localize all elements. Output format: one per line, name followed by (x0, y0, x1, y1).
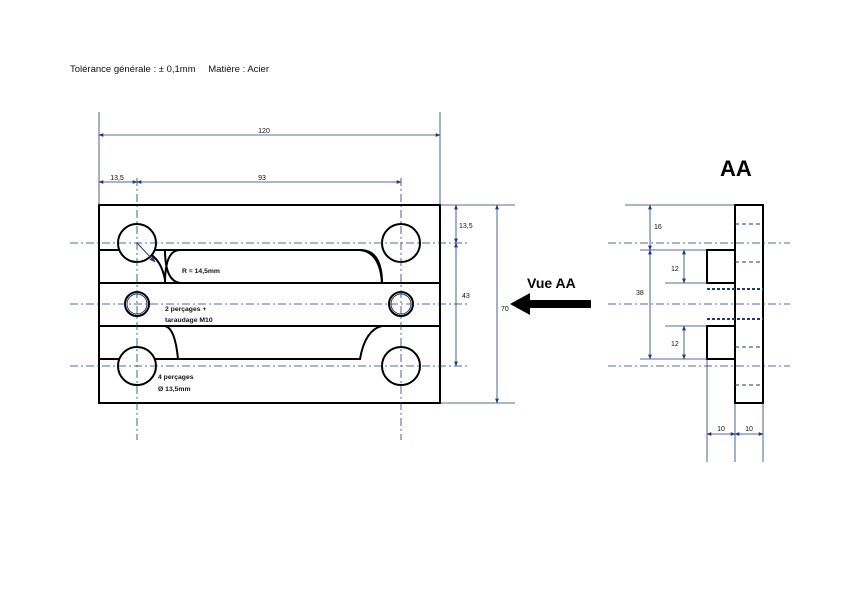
dim-edge-offset: 13,5 (110, 175, 124, 182)
dim-hole-spacing: 93 (258, 175, 266, 182)
arrow-icon (510, 293, 591, 315)
tolerance-note: Tolérance générale : ± 0,1mm (70, 64, 196, 75)
dim-right-width: 10 (745, 426, 753, 433)
tapped-hole-section (707, 288, 763, 320)
section-upper-block (706, 249, 736, 284)
dim-hole-vertical: 43 (462, 293, 470, 300)
drill-note-line2: Ø 13,5mm (158, 386, 191, 393)
dim-left-width: 10 (717, 426, 725, 433)
material-note: Matière : Acier (208, 64, 269, 75)
hidden-lines (735, 223, 763, 386)
dim-lower-block: 12 (671, 341, 679, 348)
drawing-header: Tolérance générale : ± 0,1mm Matière : A… (70, 64, 279, 75)
dim-section-top: 16 (654, 224, 662, 231)
view-arrow: Vue AA (510, 275, 591, 315)
section-lower-block (706, 325, 736, 360)
drill-note-line1: 4 perçages (158, 374, 194, 381)
section-centerlines (608, 242, 790, 367)
dim-top-offset: 13,5 (459, 223, 473, 230)
dim-section-height: 38 (636, 290, 644, 297)
dim-total-width: 120 (258, 128, 270, 135)
section-title: AA (720, 156, 752, 181)
dim-upper-block: 12 (671, 266, 679, 273)
upper-pocket-shape (99, 249, 383, 284)
section-view: AA (608, 156, 790, 462)
front-view: 120 13,5 93 13,5 43 70 R = 14,5mm 2 perç… (70, 112, 515, 440)
dim-total-height: 70 (501, 306, 509, 313)
tap-note-line1: 2 perçages + (165, 306, 206, 313)
radius-leader (136, 242, 156, 263)
view-arrow-label: Vue AA (527, 275, 576, 291)
tap-note-line2: taraudage M10 (165, 317, 213, 324)
centerlines (70, 178, 470, 440)
radius-note: R = 14,5mm (182, 268, 220, 275)
